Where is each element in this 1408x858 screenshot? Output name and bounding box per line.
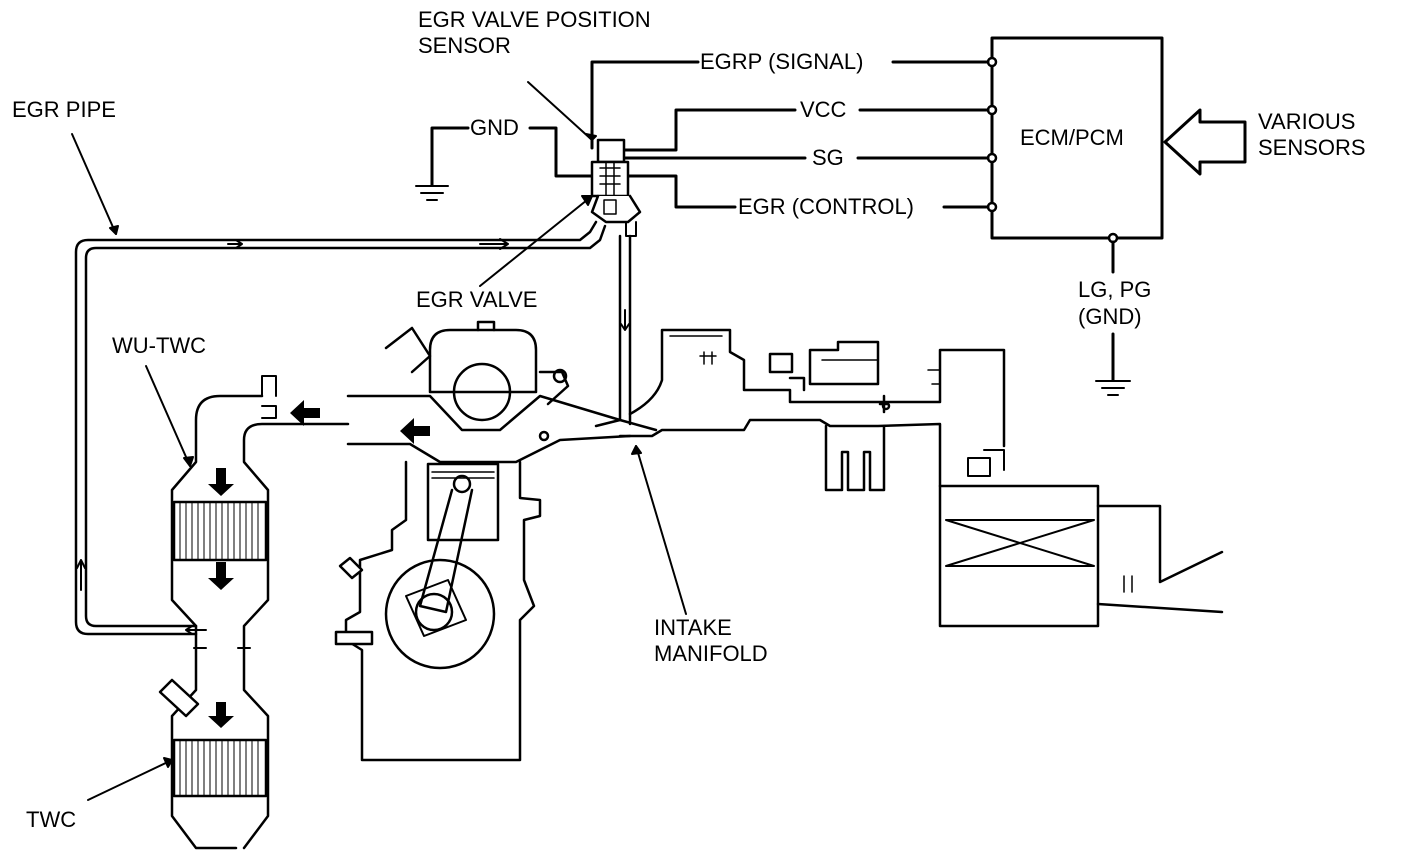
lg-pg-label-line1: LG, PG: [1078, 277, 1152, 302]
ground-symbol-right: [1095, 380, 1131, 396]
egr-outlet-flow-arrow: [620, 309, 630, 331]
wire-vcc: [618, 108, 990, 152]
wu-twc-label: WU-TWC: [112, 333, 207, 358]
various-sensors-arrow: [1163, 108, 1247, 176]
egr-valve-assembly: [590, 138, 642, 237]
sg-label: SG: [812, 145, 844, 170]
engine: [334, 320, 658, 762]
egrp-signal-label: EGRP (SIGNAL): [700, 49, 864, 74]
intake-system: [618, 328, 1224, 628]
twc-label: TWC: [26, 807, 77, 832]
egr-valve-position-sensor-label-line1: EGR VALVE POSITION: [418, 7, 651, 32]
lg-pg-label-line2: (GND): [1078, 304, 1142, 329]
egr-pipe-label: EGR PIPE: [12, 97, 116, 122]
leader-lines: [71, 81, 687, 801]
intake-manifold-label-line2: MANIFOLD: [654, 641, 768, 666]
exhaust-flow-arrows: [208, 400, 430, 728]
ecm-pcm-label: ECM/PCM: [1020, 125, 1124, 150]
exhaust-system: [158, 375, 350, 850]
various-sensors-label-line2: SENSORS: [1258, 135, 1366, 160]
vcc-label: VCC: [800, 97, 847, 122]
egr-outlet-pipe: [594, 234, 632, 428]
egr-control-label: EGR (CONTROL): [738, 194, 914, 219]
egr-flow-arrow-3: [76, 559, 86, 591]
wire-egr-control: [620, 174, 990, 209]
egr-valve-position-sensor-label-line2: SENSOR: [418, 33, 511, 58]
egr-flow-arrow-2: [479, 238, 509, 250]
egr-flow-arrow-1: [227, 239, 243, 249]
intake-manifold-label-line1: INTAKE: [654, 615, 732, 640]
gnd-label: GND: [470, 115, 519, 140]
wire-gnd: [430, 126, 602, 187]
various-sensors-label-line1: VARIOUS: [1258, 109, 1356, 134]
ecm-pcm-box: [990, 36, 1164, 240]
egr-pipe: [74, 220, 607, 636]
ground-symbol-left: [415, 185, 449, 201]
egr-valve-label: EGR VALVE: [416, 287, 538, 312]
wire-egrp-signal: [590, 60, 990, 150]
